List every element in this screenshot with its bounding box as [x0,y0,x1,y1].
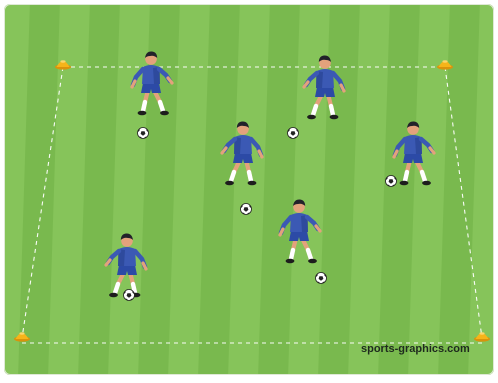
ball-5 [124,290,135,301]
ball-6 [316,273,327,284]
ball-1 [138,128,149,139]
watermark-text: sports-graphics.com [361,343,470,355]
ball-4 [241,204,252,215]
ball-2 [288,128,299,139]
ball-3 [386,176,397,187]
